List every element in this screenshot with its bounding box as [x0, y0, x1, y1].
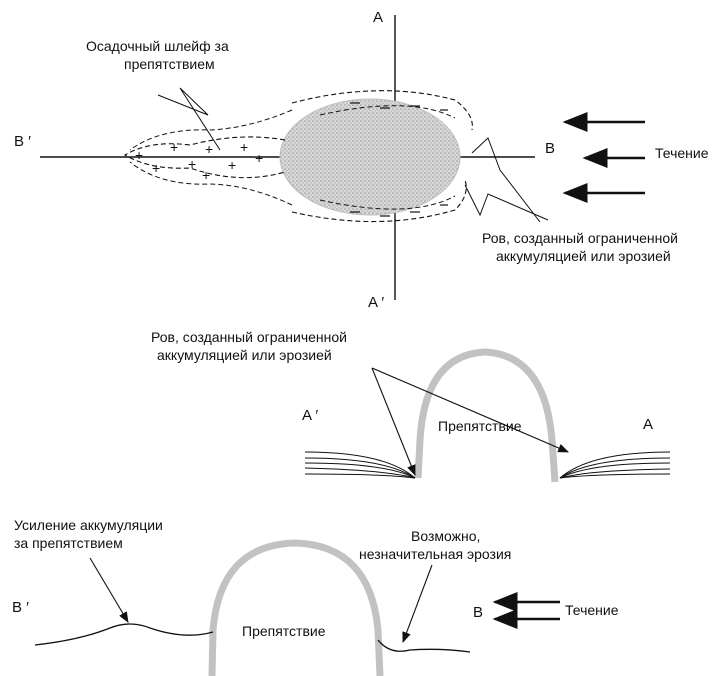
layers-right-aa — [560, 452, 670, 478]
plume-label-line-2: препятствием — [124, 56, 215, 72]
svg-text:+: + — [152, 160, 160, 176]
layers-left-aa — [305, 452, 415, 478]
bb-right-label: B — [473, 604, 483, 621]
moat-leader-lower — [465, 185, 548, 220]
flow-arrows-bb — [495, 602, 560, 619]
bb-left-label: B ′ — [12, 599, 29, 616]
svg-text:+: + — [205, 141, 213, 157]
axis-a-top-label: A — [373, 9, 383, 26]
flow-arrows — [565, 122, 645, 193]
moat-label-line-2: аккумуляцией или эрозией — [496, 248, 671, 264]
accum-label-line-1: Усиление аккумуляции — [14, 517, 163, 533]
ground-profile-left — [35, 624, 213, 645]
aa-right-label: A — [643, 416, 653, 433]
ground-profile-right — [378, 640, 470, 652]
section-aa: Ров, созданный ограниченной аккумуляцией… — [151, 329, 670, 482]
erosion-arrow — [403, 565, 432, 642]
flow-label-top: Течение — [655, 145, 709, 161]
svg-text:+: + — [228, 157, 236, 173]
erosion-label-line-1: Возможно, — [411, 528, 480, 544]
aa-moat-label-line-1: Ров, созданный ограниченной — [151, 329, 347, 345]
top-view: + + + + + + + + + — [14, 9, 709, 311]
accumulation-marks: + + + + + + + + + — [135, 139, 263, 183]
section-bb: Усиление аккумуляции за препятствием Воз… — [12, 517, 619, 676]
aa-obstacle-label: Препятствие — [438, 418, 522, 434]
obstacle-plan — [280, 99, 460, 215]
plume-label-line-1: Осадочный шлейф за — [86, 38, 229, 54]
aa-left-label: A ′ — [302, 407, 318, 424]
svg-text:+: + — [202, 167, 210, 183]
moat-label-line-1: Ров, созданный ограниченной — [482, 230, 678, 246]
svg-text:+: + — [240, 139, 248, 155]
accum-arrow — [90, 558, 128, 622]
obstacle-section-bb — [212, 543, 380, 676]
svg-text:+: + — [188, 156, 196, 172]
axis-a-bottom-label: A ′ — [368, 294, 384, 311]
axis-b-left-label: B ′ — [14, 133, 31, 150]
svg-text:+: + — [135, 147, 143, 163]
accum-label-line-2: за препятствием — [14, 535, 123, 551]
erosion-label-line-2: незначительная эрозия — [359, 546, 511, 562]
svg-text:+: + — [255, 150, 263, 166]
bb-obstacle-label: Препятствие — [242, 623, 326, 639]
svg-text:+: + — [170, 139, 178, 155]
axis-b-right-label: B — [545, 140, 555, 157]
bb-flow-label: Течение — [565, 602, 619, 618]
aa-moat-label-line-2: аккумуляцией или эрозией — [157, 347, 332, 363]
